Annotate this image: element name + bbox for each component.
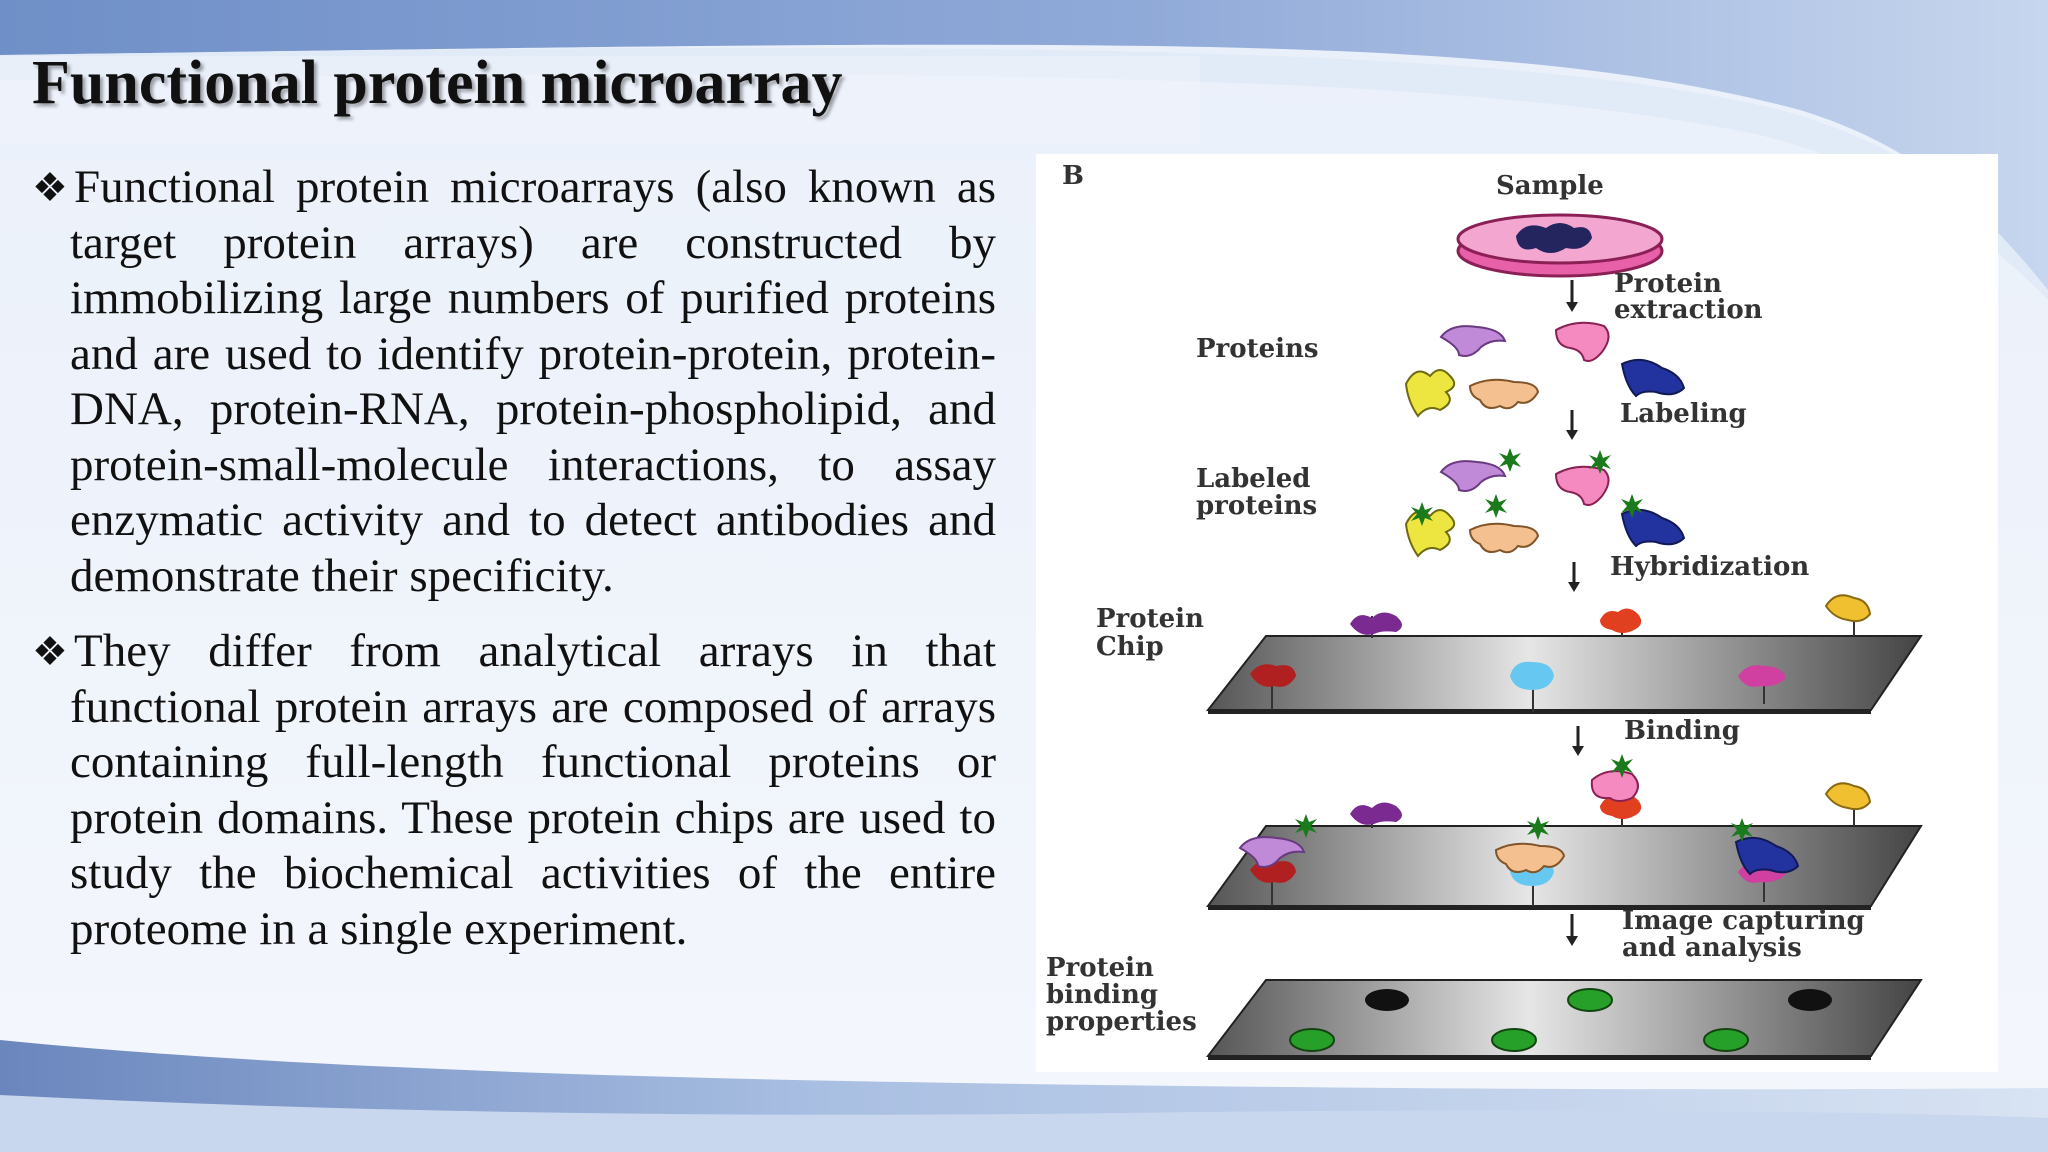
protein-chip — [1205, 594, 1923, 714]
result-chip — [1205, 979, 1923, 1060]
bullet-paragraph-2: ❖ They differ from analytical arrays in … — [32, 624, 996, 957]
labeled-protein-shapes-group — [1404, 448, 1686, 558]
paragraph-text: Functional protein microarrays (also kno… — [70, 161, 996, 602]
result-spot — [1289, 1028, 1335, 1052]
paragraph-text: They differ from analytical arrays in th… — [70, 625, 996, 955]
diamond-bullet-icon: ❖ — [32, 165, 68, 210]
slide-body: ❖ Functional protein microarrays (also k… — [32, 160, 996, 957]
label-protein-binding-properties: properties — [1046, 1007, 1197, 1037]
petri-dish-icon — [1456, 213, 1664, 278]
label-labeling: Labeling — [1620, 399, 1747, 429]
diamond-bullet-icon: ❖ — [32, 629, 68, 674]
down-arrow-icon — [1568, 562, 1580, 592]
label-image-capturing: Image capturing — [1622, 906, 1865, 936]
label-binding: Binding — [1624, 716, 1740, 746]
down-arrow-icon — [1572, 726, 1584, 756]
label-labeled-proteins: Labeled — [1196, 464, 1310, 494]
label-protein-extraction: Protein — [1614, 269, 1722, 299]
label-protein-chip: Chip — [1096, 632, 1164, 662]
result-spot — [1365, 989, 1409, 1011]
down-arrow-icon — [1566, 410, 1578, 440]
slide-title: Functional protein microarray — [32, 49, 843, 117]
bullet-paragraph-1: ❖ Functional protein microarrays (also k… — [32, 160, 996, 604]
label-proteins: Proteins — [1196, 334, 1319, 364]
result-spot — [1788, 989, 1832, 1011]
result-spot — [1567, 988, 1613, 1012]
label-sample: Sample — [1496, 171, 1604, 201]
result-spot — [1491, 1028, 1537, 1052]
protein-microarray-diagram: B Sample Protein extraction Proteins — [1036, 154, 1998, 1072]
label-hybridization: Hybridization — [1610, 552, 1809, 582]
panel-letter: B — [1062, 161, 1084, 191]
protein-shapes-group — [1404, 321, 1686, 418]
label-image-capturing: and analysis — [1622, 933, 1802, 963]
down-arrow-icon — [1566, 280, 1578, 312]
result-spot — [1703, 1028, 1749, 1052]
bound-protein-chip — [1206, 754, 1923, 910]
label-protein-binding-properties: binding — [1046, 980, 1158, 1010]
label-protein-binding-properties: Protein — [1046, 953, 1154, 983]
label-labeled-proteins: proteins — [1196, 491, 1317, 521]
down-arrow-icon — [1566, 914, 1578, 946]
label-protein-extraction: extraction — [1614, 295, 1763, 325]
label-protein-chip: Protein — [1096, 604, 1204, 634]
